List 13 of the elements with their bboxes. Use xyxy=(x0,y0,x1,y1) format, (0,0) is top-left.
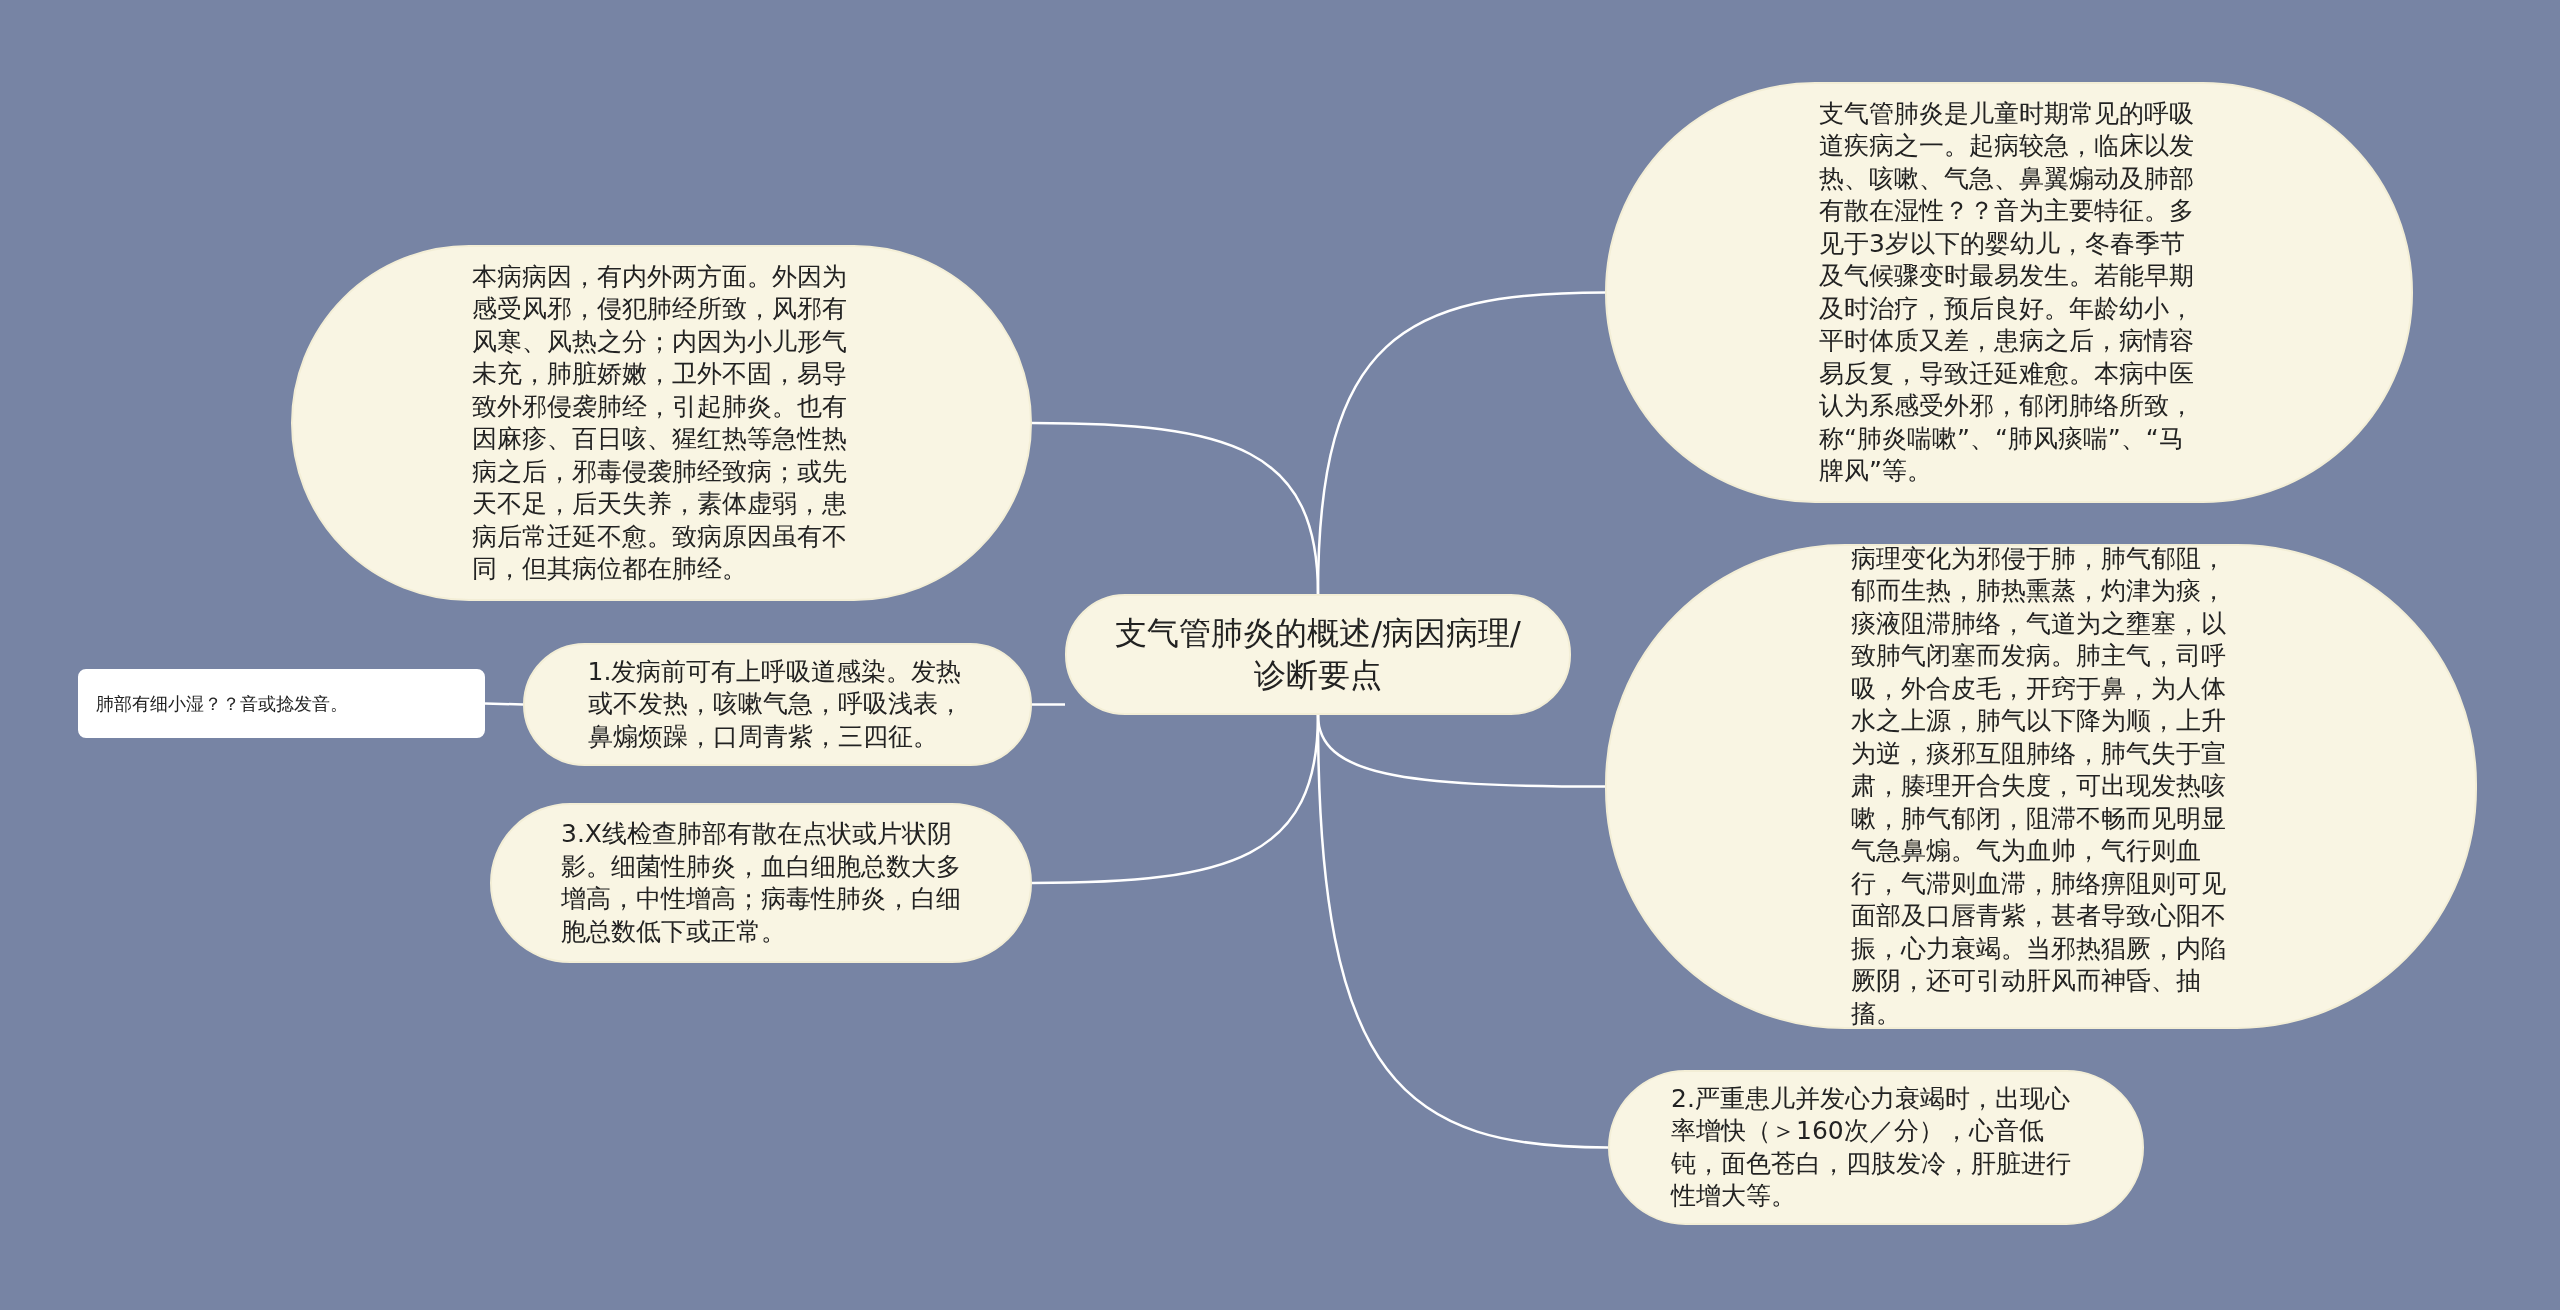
topic-text: 3.X线检查肺部有散在点状或片状阴影。细菌性肺炎，血白细胞总数大多增高，中性增高；病毒性肺炎，白细胞总数低下或正常。 xyxy=(561,818,961,948)
connector-line xyxy=(1032,703,1065,706)
topic-title: 支气管肺炎的概述/病因病理/诊断要点 xyxy=(1114,612,1522,696)
topic-text: 肺部有细小湿？？音或捻发音。 xyxy=(96,691,349,716)
topic-text: 病理变化为邪侵于肺，肺气郁阻，郁而生热，肺热熏蒸，灼津为痰，痰液阻滞肺络，气道为之壅塞，以致肺气闭塞而发病。肺主气，司呼吸，外合皮毛，开窍于鼻，为人体水之上源，肺气以下降为顺，上升为逆，痰邪互阻肺络，肺气失于宣肃，腠理开合失度，可出现发热咳嗽，肺气郁闭，阻滞不畅而见明显气急鼻煽。气为血帅，气行则血行，气滞则血滞，肺络痹阻则可见面部及口唇青紫，甚者导致心阳不振，心力衰竭。当邪热猖厥，内陷厥阴，还可引动肝风而神昏、抽搐。 xyxy=(1851,542,2227,1030)
connector-line xyxy=(1032,421,1320,595)
connector-line xyxy=(484,702,524,706)
topic-text: 本病病因，有内外两方面。外因为感受风邪，侵犯肺经所致，风邪有风寒、风热之分；内因为小儿形气未充，肺脏娇嫩，卫外不固，易导致外邪侵袭肺经，引起肺炎。也有因麻疹、百日咳、猩红热等急性热病之后，邪毒侵袭肺经致病；或先天不足，后天失养，素体虚弱，患病后常迁延不愈。致病原因虽有不同，但其病位都在肺经。 xyxy=(471,260,848,585)
topic-text: 2.严重患儿并发心力衰竭时，出现心率增快（＞160次／分），心音低钝，面色苍白，四肢发冷，肝脏进行性增大等。 xyxy=(1671,1082,2072,1212)
topic-text: 支气管肺炎是儿童时期常见的呼吸道疾病之一。起病较急，临床以发热、咳嗽、气急、鼻翼煽动及肺部有散在湿性？？音为主要特征。多见于3岁以下的婴幼儿，冬春季节及气候骤变时最易发生。若能早期及时治疗，预后良好。年龄幼小，平时体质又差，患病之后，病情容易反复，导致迁延难愈。本病中医认为系感受外邪，郁闭肺络所致，称“肺炎喘嗽”、“肺风痰喘”、“马牌风”等。 xyxy=(1819,97,2195,487)
topic-text: 1.发病前可有上呼吸道感染。发热或不发热，咳嗽气急，呼吸浅表，鼻煽烦躁，口周青紫，三四征。 xyxy=(587,655,964,753)
note-box xyxy=(78,669,485,738)
connector-line xyxy=(1032,714,1320,885)
